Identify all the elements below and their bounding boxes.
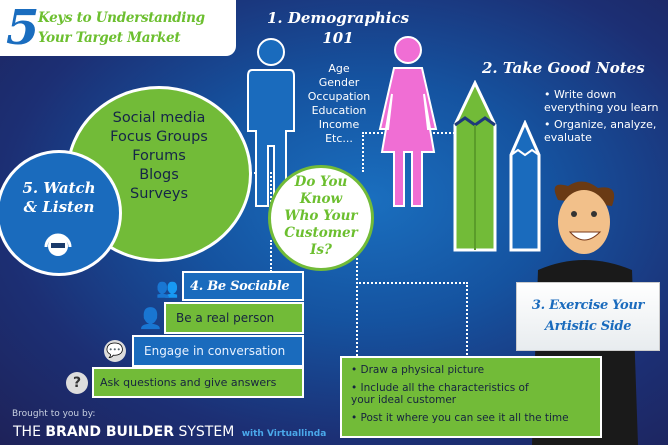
heading-line: 5. Watch xyxy=(22,179,96,197)
brand-logo: THE BRAND BUILDER SYSTEM with Virtuallin… xyxy=(13,424,326,440)
brand-the: THE xyxy=(13,424,46,440)
notes-bullets: • Write down everything you learn • Orga… xyxy=(544,88,659,144)
demographic-item: Gender xyxy=(318,76,360,89)
artistic-sign: 3. Exercise Your Artistic Side xyxy=(516,282,660,351)
demographics-heading: 1. Demographics 101 xyxy=(250,8,426,48)
connector-line xyxy=(356,258,468,356)
connector-line xyxy=(356,282,468,358)
question-line: Is? xyxy=(310,242,332,258)
heading-line: 101 xyxy=(322,29,354,47)
demographics-list: Age Gender Occupation Education Income E… xyxy=(300,62,378,146)
research-method: Blogs xyxy=(139,167,179,183)
demographic-item: Education xyxy=(311,104,367,117)
page-title: Keys to Understanding Your Target Market xyxy=(38,8,205,48)
artistic-bullet: Post it where you can see it all the tim… xyxy=(360,411,569,424)
artistic-bullets: • Draw a physical picture • Include all … xyxy=(340,356,602,438)
artistic-bullet: Draw a physical picture xyxy=(360,364,485,376)
connector-line xyxy=(250,240,272,272)
sociable-step: Ask questions and give answers xyxy=(92,367,304,398)
brought-by-label: Brought to you by: xyxy=(12,409,96,419)
question-line: Who Your xyxy=(284,208,358,224)
male-figure-icon xyxy=(247,38,295,207)
research-methods-list: Social media Focus Groups Forums Blogs S… xyxy=(93,109,225,204)
title-line: Keys to Understanding xyxy=(38,10,205,26)
headphones-icon xyxy=(44,233,72,256)
female-figure-icon xyxy=(378,36,438,207)
sociable-step: Engage in conversation xyxy=(132,335,304,367)
artistic-bullet: Include all the characteristics of your … xyxy=(351,381,529,407)
research-method: Surveys xyxy=(130,186,188,202)
question-line: Customer xyxy=(284,225,358,241)
demographic-item: Income xyxy=(318,118,360,131)
question-line: Know xyxy=(299,191,343,207)
notes-heading: 2. Take Good Notes xyxy=(482,59,645,77)
demographic-item: Age xyxy=(328,62,350,75)
heading-line: 3. Exercise Your xyxy=(531,298,645,313)
title-number: 5 xyxy=(6,0,40,56)
person-icon: 👤 xyxy=(138,306,163,330)
heading-line: & Listen xyxy=(23,198,95,216)
brand-with: with Virtuallinda xyxy=(241,429,327,439)
title-line: Your Target Market xyxy=(38,30,181,46)
artistic-heading: 3. Exercise Your Artistic Side xyxy=(517,295,659,337)
notes-bullet: Write down everything you learn xyxy=(544,88,659,114)
question-line: Do You xyxy=(294,174,348,190)
sociable-step: Be a real person xyxy=(164,302,304,334)
brand-bold: BRAND BUILDER xyxy=(45,424,175,440)
research-method: Social media xyxy=(112,110,206,126)
center-question-circle: Do You Know Who Your Customer Is? xyxy=(268,165,374,271)
research-method: Forums xyxy=(132,148,186,164)
demographic-item: Occupation xyxy=(307,90,371,103)
question-bubble-icon: ? xyxy=(66,372,88,394)
watch-heading: 5. Watch & Listen xyxy=(7,179,111,217)
center-question: Do You Know Who Your Customer Is? xyxy=(273,174,369,259)
heading-line: Artistic Side xyxy=(544,319,632,334)
watch-listen-circle: 5. Watch & Listen xyxy=(0,150,122,276)
notes-bullet: Organize, analyze, evaluate xyxy=(544,118,657,144)
heading-line: 1. Demographics xyxy=(266,9,410,27)
brand-system: SYSTEM xyxy=(174,424,235,440)
sociable-heading: 4. Be Sociable xyxy=(182,271,304,301)
research-method: Focus Groups xyxy=(110,129,208,145)
demographic-item: Etc... xyxy=(325,132,353,145)
green-pencil-icon xyxy=(453,80,497,252)
group-icon: 👥 xyxy=(156,278,179,299)
title-banner: 5 Keys to Understanding Your Target Mark… xyxy=(0,0,236,56)
blue-pencil-icon xyxy=(509,120,541,252)
chat-bubbles-icon: 💬 xyxy=(104,340,126,362)
